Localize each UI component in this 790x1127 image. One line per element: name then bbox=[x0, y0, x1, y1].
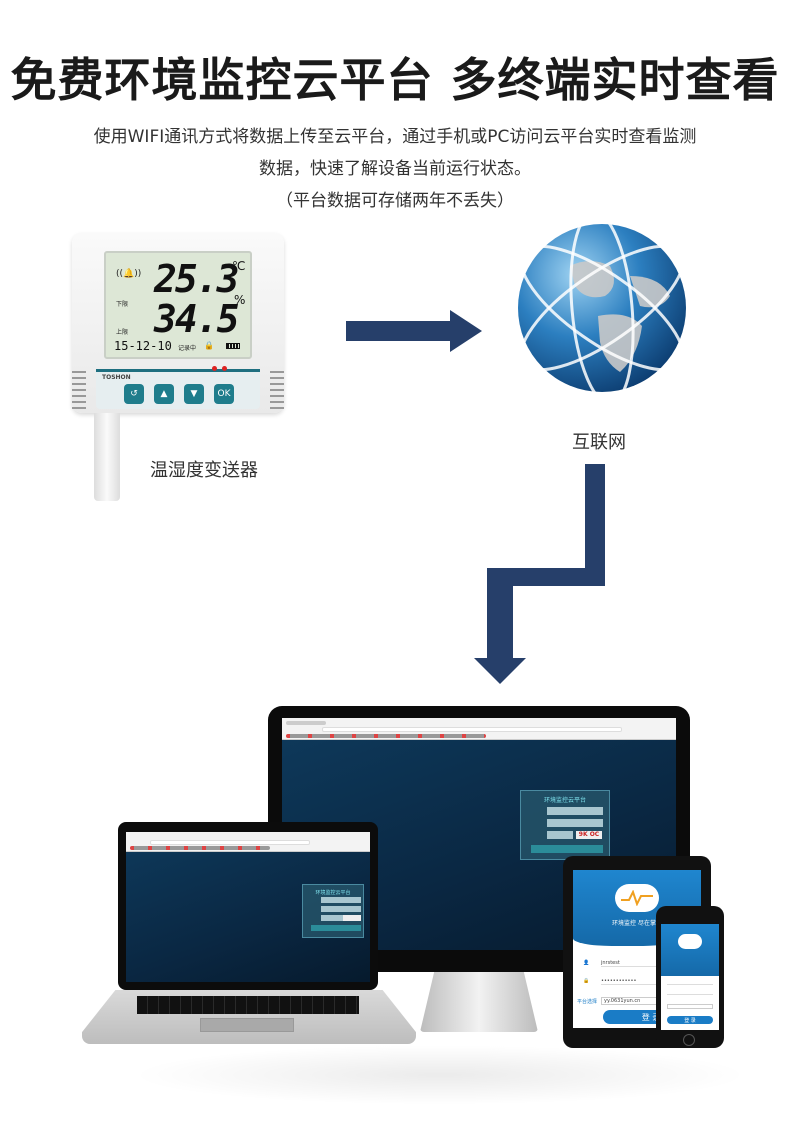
right-arrow-icon bbox=[346, 310, 482, 352]
lock-icon: 🔒 bbox=[583, 978, 590, 984]
username-field[interactable] bbox=[547, 807, 603, 815]
laptop-login-title: 环境监控云平台 bbox=[315, 890, 351, 896]
indicator-led-2 bbox=[222, 366, 227, 371]
description-line-2: 数据，快速了解设备当前运行状态。 bbox=[259, 159, 531, 179]
lcd-status: 记录中 bbox=[178, 345, 197, 352]
trackpad bbox=[200, 1018, 294, 1032]
indicator-led-1 bbox=[212, 366, 217, 371]
lock-icon: 🔒 bbox=[204, 341, 214, 350]
laptop-screen: 环境监控云平台 bbox=[126, 832, 370, 982]
monitor-stand bbox=[420, 972, 538, 1032]
temperature-humidity-transmitter: ((🔔)) 下限 上限 25.3 ℃ 34.5 % 15-12-10 记录中 🔒… bbox=[72, 233, 284, 413]
keyboard bbox=[137, 996, 359, 1014]
tablet-username-input[interactable]: jnrstest bbox=[601, 960, 691, 967]
laptop-username-field[interactable] bbox=[321, 897, 361, 903]
internet-label: 互联网 bbox=[572, 432, 626, 453]
battery-icon bbox=[226, 343, 240, 349]
phone-app-header bbox=[661, 924, 719, 976]
up-button[interactable]: ▲ bbox=[154, 384, 174, 404]
down-elbow-arrow-icon bbox=[474, 464, 605, 684]
phone-password-input[interactable] bbox=[667, 994, 713, 995]
laptop-bookmarks-bar bbox=[130, 846, 270, 850]
description-line-1: 使用WIFI通讯方式将数据上传至云平台，通过手机或PC访问云平台实时查看监测 bbox=[93, 127, 697, 147]
login-title: 环境监控云平台 bbox=[543, 797, 586, 804]
page-title: 免费环境监控云平台 多终端实时查看 bbox=[10, 53, 780, 107]
floor-shadow bbox=[130, 1045, 750, 1105]
lcd-upper-label: 上限 bbox=[116, 329, 129, 336]
cloud-logo-icon bbox=[615, 884, 659, 912]
tablet-slogan: 环境监控 尽在掌握 bbox=[612, 920, 662, 927]
laptop-address-bar[interactable] bbox=[150, 840, 310, 845]
monitor-login-box: 环境监控云平台 9K OC bbox=[520, 790, 610, 860]
home-button[interactable] bbox=[683, 1034, 695, 1046]
bookmarks-bar bbox=[286, 734, 486, 738]
ok-button[interactable]: OK bbox=[214, 384, 234, 404]
smartphone: 登 录 bbox=[656, 906, 724, 1048]
address-bar[interactable] bbox=[322, 727, 622, 732]
tablet-password-input[interactable]: •••••••••••• bbox=[601, 978, 691, 985]
password-field[interactable] bbox=[547, 819, 603, 827]
phone-login-button[interactable]: 登 录 bbox=[667, 1016, 713, 1024]
temperature-reading: 25.3 bbox=[154, 257, 240, 301]
browser-toolbar bbox=[282, 718, 676, 740]
laptop-browser-toolbar bbox=[126, 832, 370, 852]
description-note: （平台数据可存储两年不丢失） bbox=[276, 191, 514, 211]
tablet: 环境监控 尽在掌握 👤 jnrstest 🔒 •••••••••••• 平台选择… bbox=[563, 856, 711, 1048]
humidity-unit: % bbox=[234, 293, 246, 307]
user-icon: 👤 bbox=[583, 960, 590, 966]
laptop: 环境监控云平台 bbox=[118, 822, 378, 990]
captcha-image: 9K OC bbox=[576, 831, 602, 839]
humidity-reading: 34.5 bbox=[154, 297, 240, 341]
laptop-login-button[interactable] bbox=[311, 925, 361, 931]
browser-tab bbox=[286, 721, 326, 725]
laptop-login-box: 环境监控云平台 bbox=[302, 884, 364, 938]
laptop-captcha-field[interactable] bbox=[321, 915, 361, 921]
back-button[interactable]: ↺ bbox=[124, 384, 144, 404]
alarm-bell-icon: ((🔔)) bbox=[116, 269, 142, 279]
control-panel: TOSHON ↺ ▲ ▼ OK bbox=[96, 366, 260, 409]
phone-screen: 登 录 bbox=[661, 924, 719, 1030]
left-vent bbox=[72, 371, 86, 411]
temperature-unit: ℃ bbox=[232, 259, 246, 273]
sensor-probe bbox=[94, 413, 120, 501]
lcd-date: 15-12-10 bbox=[114, 339, 172, 353]
phone-cloud-logo-icon bbox=[678, 934, 702, 949]
device-label: 温湿度变送器 bbox=[150, 460, 258, 481]
monitor-login-button[interactable] bbox=[531, 845, 603, 853]
down-button[interactable]: ▼ bbox=[184, 384, 204, 404]
globe-internet-icon bbox=[518, 210, 686, 406]
platform-label: 平台选择 bbox=[577, 999, 598, 1005]
brand-logo: TOSHON bbox=[102, 374, 131, 381]
right-vent bbox=[270, 371, 284, 411]
laptop-base bbox=[82, 990, 416, 1044]
laptop-password-field[interactable] bbox=[321, 906, 361, 912]
captcha-field[interactable] bbox=[547, 831, 573, 839]
phone-platform-select[interactable] bbox=[667, 1004, 713, 1009]
lcd-lower-label: 下限 bbox=[116, 301, 129, 308]
lcd-display: ((🔔)) 下限 上限 25.3 ℃ 34.5 % 15-12-10 记录中 🔒 bbox=[104, 251, 252, 359]
pulse-line-icon bbox=[621, 890, 653, 906]
phone-username-input[interactable] bbox=[667, 984, 713, 985]
